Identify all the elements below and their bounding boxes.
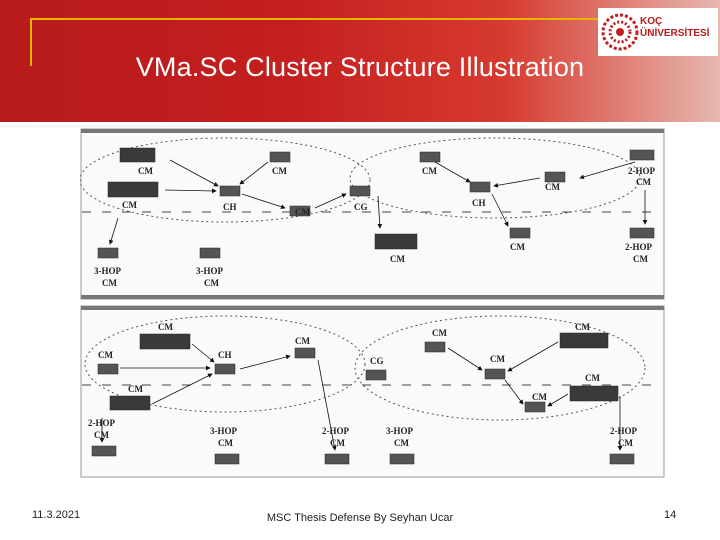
label: CG [354,202,368,212]
label: 3-HOP [94,266,121,276]
page-number: 14 [664,509,677,521]
label: CM [633,254,648,264]
label: CM [532,392,547,402]
logo-emblem-icon [601,13,639,51]
footer-date: 11.3.2021 [32,509,81,521]
label: 2-HOP [628,166,655,176]
label: CM [272,166,287,176]
label: CH [218,350,232,360]
frame-accent-horizontal [30,18,610,20]
label: CM [575,322,590,332]
label: 2-HOP [610,426,637,436]
label: CM [390,254,405,264]
label: CH [472,198,486,208]
label: CM [545,182,560,192]
label: CM [122,200,137,210]
label: 2-HOP [322,426,349,436]
label: CM [218,438,233,448]
label: CM [204,278,219,288]
label: CM [158,322,173,332]
label: CM [330,438,345,448]
label: 2-HOP [625,242,652,252]
label: CH [223,202,237,212]
university-logo: KOÇ ÜNİVERSİTESİ [598,8,718,56]
label: CM [510,242,525,252]
label: CM [98,350,113,360]
label: CM [295,207,310,217]
label: CM [422,166,437,176]
label: CM [432,328,447,338]
label: CG [370,356,384,366]
label: CM [394,438,409,448]
label: CM [128,384,143,394]
label: 3-HOP [196,266,223,276]
page-title: VMa.SC Cluster Structure Illustration [135,52,585,82]
label: 2-HOP [88,418,115,428]
frame-accent-vertical [30,18,32,66]
label: CM [636,177,651,187]
label: 3-HOP [386,426,413,436]
label: CM [295,336,310,346]
logo-line-2: ÜNİVERSİTESİ [640,28,710,39]
logo-line-1: KOÇ [640,16,663,27]
label: CM [94,430,109,440]
footer-presentation-title: MSC Thesis Defense By Seyhan Ucar [266,512,454,524]
label: CM [490,354,505,364]
label: CM [618,438,633,448]
label: CM [585,373,600,383]
cluster-diagram: CM CM CM CH CM CG CM CH CM 2-HOP CM CM C… [80,128,665,478]
label: 3-HOP [210,426,237,436]
label: CM [102,278,117,288]
label: CM [138,166,153,176]
